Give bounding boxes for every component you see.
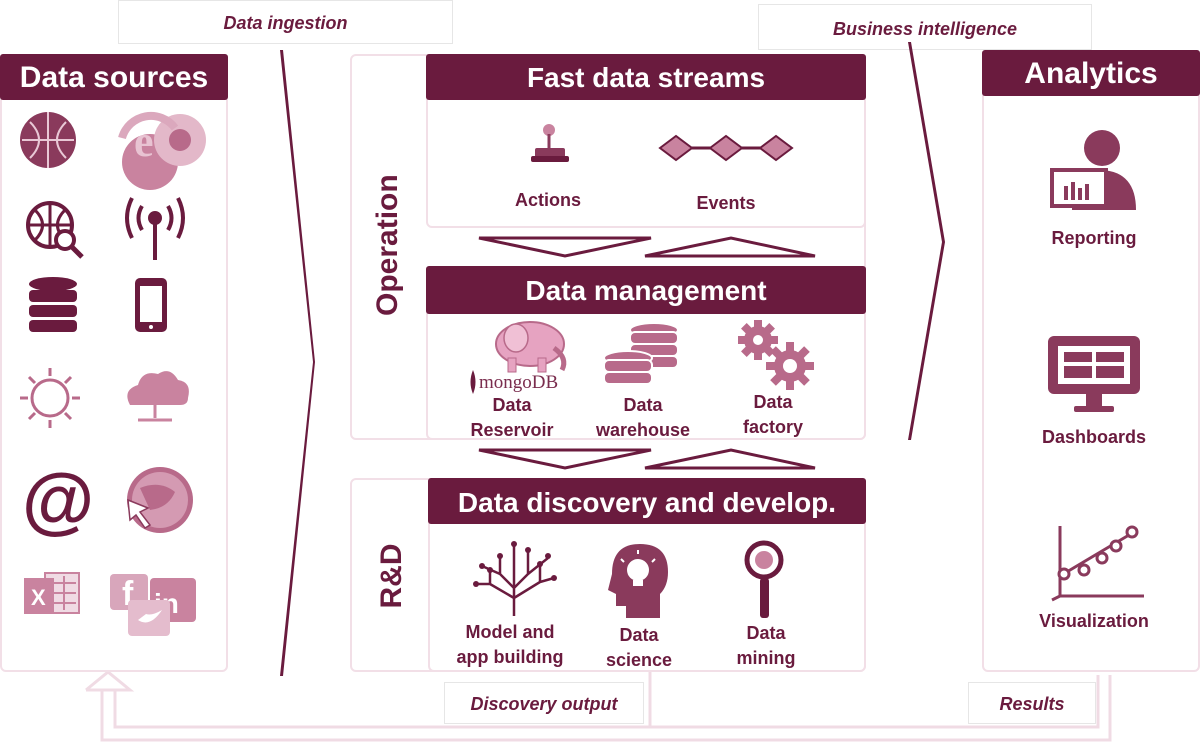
at-sign-icon: @ (22, 458, 94, 541)
svg-text:X: X (31, 585, 46, 610)
business-intelligence-tab: Business intelligence (758, 4, 1092, 50)
actions-label: Actions (514, 190, 581, 210)
events-label: Events (696, 193, 756, 213)
globe-cursor-icon (127, 467, 193, 533)
analytics-header: Analytics (982, 50, 1200, 96)
data-sources-header: Data sources (0, 54, 228, 100)
data-sources-icons: e @ (20, 111, 206, 636)
globe-icon (20, 112, 76, 168)
mobile-phone-icon (135, 278, 167, 332)
fast-data-streams-header: Fast data streams (426, 54, 866, 100)
visualization-chart-icon (1051, 525, 1144, 602)
circuit-brain-icon (473, 541, 557, 616)
reporting-label: Reporting (1051, 228, 1137, 248)
reporting-icon (1050, 130, 1136, 210)
head-lightbulb-icon (608, 544, 668, 618)
bi-chevron (908, 42, 945, 440)
dashboard-monitor-icon (1048, 336, 1140, 412)
flow-arrows-lower (478, 448, 816, 470)
events-diamonds-icon (658, 134, 794, 162)
excel-icon: X (24, 572, 80, 614)
mongodb-leaf-icon (470, 370, 476, 394)
results-tab: Results (968, 682, 1096, 724)
visualization-label: Visualization (1039, 611, 1149, 631)
coin-stack-icon (603, 322, 679, 385)
dashboards-label: Dashboards (1041, 427, 1147, 447)
gears-icon (738, 320, 814, 390)
rd-label: R&D (375, 543, 408, 609)
flow-arrows-upper (478, 236, 816, 258)
data-discovery-header: Data discovery and develop. (428, 478, 866, 524)
social-media-icon: f in (110, 574, 196, 636)
browser-logos-icon: e (118, 111, 206, 190)
svg-text:@: @ (22, 458, 94, 541)
joystick-icon (531, 124, 569, 162)
database-icon (29, 277, 77, 332)
hadoop-elephant-icon (495, 321, 567, 373)
sun-icon (20, 368, 80, 428)
mongodb-wordmark: mongoDB (479, 372, 559, 393)
operation-label: Operation (371, 174, 404, 316)
data-management-header: Data management (426, 266, 866, 314)
data-ingestion-tab: Data ingestion (118, 0, 453, 44)
svg-text:e: e (134, 117, 154, 166)
magnifier-icon (744, 540, 784, 618)
discovery-output-tab: Discovery output (444, 682, 644, 724)
ingestion-chevron (280, 50, 315, 676)
web-search-icon (26, 201, 84, 259)
cloud-network-icon (127, 371, 189, 422)
antenna-icon (125, 197, 185, 260)
